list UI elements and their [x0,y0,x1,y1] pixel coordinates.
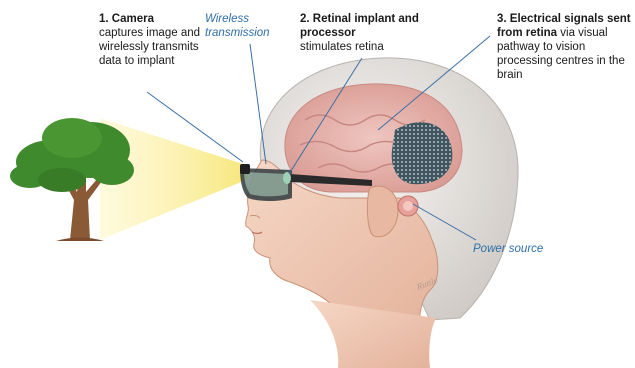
pointer-wireless [250,44,266,164]
label-camera-title: 1. Camera [99,13,154,25]
label-wireless-transmission: Wireless transmission [205,12,295,40]
label-implant-text: stimulates retina [300,41,384,53]
label-power-source: Power source [473,242,583,256]
power-source-device [398,196,418,216]
head-illustration [246,58,518,368]
label-camera-text: captures image and wirelessly transmits … [99,27,200,67]
label-electrical-signals: 3. Electrical signals sent from retina v… [497,12,635,82]
label-camera: 1. Camera captures image and wirelessly … [99,12,209,68]
label-implant-title: 2. Retinal implant and processor [300,13,419,39]
retinal-implant [283,172,291,184]
label-retinal-implant: 2. Retinal implant and processor stimula… [300,12,430,54]
